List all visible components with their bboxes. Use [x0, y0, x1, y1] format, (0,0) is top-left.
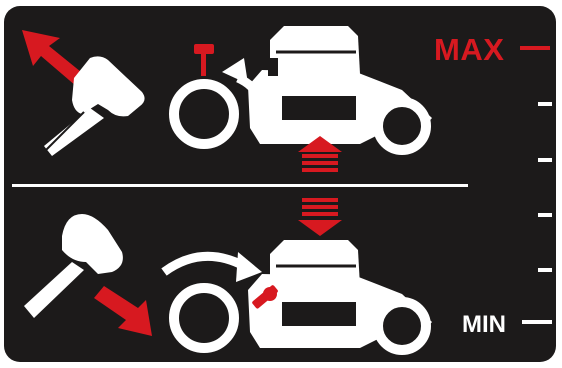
height-scale: MAX MIN: [434, 32, 552, 338]
scale-tick: [538, 213, 552, 217]
raise-arrow-icon: [298, 136, 342, 172]
lever-handle-icon: [24, 214, 123, 318]
scale-tick: [538, 268, 552, 272]
scale-tick-max: [520, 46, 550, 50]
section-divider: [12, 184, 468, 187]
raise-section: [22, 26, 432, 172]
max-label: MAX: [434, 32, 504, 67]
scale-tick: [538, 158, 552, 162]
scale-tick: [538, 102, 552, 106]
scale-tick-min: [522, 320, 552, 324]
mower-raised-icon: [169, 26, 432, 155]
lever-handle-icon: [44, 56, 145, 156]
mower-lowered-icon: [169, 240, 432, 355]
rotate-arrow-icon: [222, 58, 269, 137]
min-label: MIN: [462, 311, 506, 338]
lower-section: [24, 198, 432, 355]
arrow-down-right-icon: [94, 286, 152, 336]
arrow-up-left-icon: [22, 30, 86, 86]
rotate-arrow-icon: [161, 251, 262, 282]
lower-arrow-icon: [298, 198, 342, 236]
